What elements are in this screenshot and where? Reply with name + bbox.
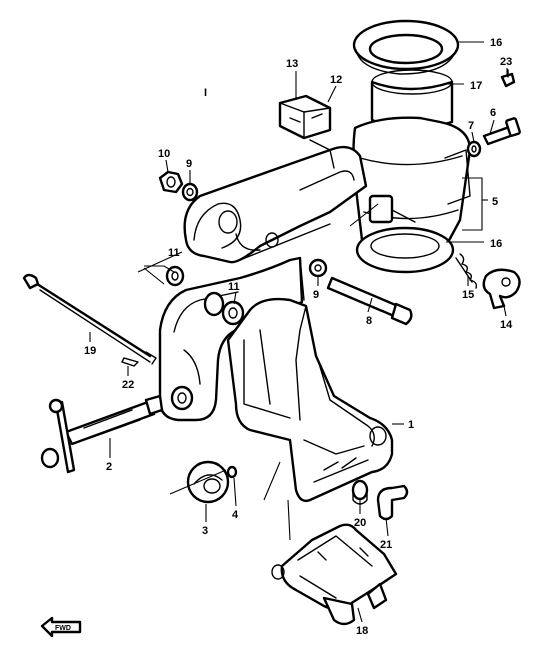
swivel-arm bbox=[183, 139, 368, 264]
callout-labels: 16 23 17 13 12 I 6 7 10 9 5 16 11 15 11 … bbox=[84, 37, 513, 637]
part-11-washer-center bbox=[221, 300, 245, 326]
callout-4: 4 bbox=[232, 509, 239, 521]
callout-18: 18 bbox=[356, 625, 368, 637]
part-11-washer-left bbox=[165, 265, 185, 287]
part-1-clamp-bracket-right bbox=[226, 297, 394, 503]
leader-lines bbox=[89, 41, 508, 623]
callout-20: 20 bbox=[354, 517, 366, 529]
part-19-rod bbox=[22, 273, 157, 365]
callout-10: 10 bbox=[158, 148, 170, 160]
callout-9-upper: 9 bbox=[186, 158, 192, 170]
callout-3: 3 bbox=[202, 525, 208, 537]
part-18-lower-bracket bbox=[271, 523, 398, 626]
part-9-washer-upper bbox=[181, 182, 199, 202]
callout-15: 15 bbox=[462, 289, 474, 301]
callout-23: 23 bbox=[500, 56, 512, 68]
callout-5: 5 bbox=[492, 196, 498, 208]
forward-arrow-label: FWD bbox=[55, 625, 71, 632]
part-7-washer bbox=[466, 140, 482, 158]
part-14-lever bbox=[482, 268, 521, 310]
callout-9-middle: 9 bbox=[313, 289, 319, 301]
part-21-elbow bbox=[376, 484, 409, 521]
part-5-swivel-housing bbox=[352, 116, 472, 274]
part-2-clamp-screw bbox=[40, 394, 164, 474]
part-8-long-bolt bbox=[326, 276, 413, 326]
callout-22: 22 bbox=[122, 379, 134, 391]
part-9-washer-middle bbox=[308, 258, 328, 278]
part-16-upper-seal bbox=[352, 19, 460, 75]
part-22-cotter-pin bbox=[121, 357, 139, 367]
part-15-spring bbox=[455, 253, 478, 289]
callout-2: 2 bbox=[106, 461, 112, 473]
callout-11-left: 11 bbox=[168, 247, 180, 259]
callout-16-lower: 16 bbox=[490, 238, 502, 250]
part-12-13-block bbox=[278, 94, 332, 140]
callout-12: 12 bbox=[330, 74, 342, 86]
callout-6: 6 bbox=[490, 107, 496, 119]
callout-14: 14 bbox=[500, 319, 513, 331]
part-clamp-bracket-left bbox=[158, 256, 305, 422]
forward-arrow: FWD bbox=[40, 616, 82, 638]
callout-16-upper: 16 bbox=[490, 37, 502, 49]
part-10-nut bbox=[158, 170, 184, 194]
callout-1: 1 bbox=[408, 419, 414, 431]
callout-11-center: 11 bbox=[228, 281, 240, 293]
callout-13: 13 bbox=[286, 58, 298, 70]
callout-7: 7 bbox=[468, 120, 474, 132]
callout-21: 21 bbox=[380, 539, 392, 551]
part-6-bolt bbox=[482, 117, 521, 146]
part-3-clamp-pad bbox=[186, 460, 230, 504]
part-23-grease-nipple bbox=[500, 69, 516, 88]
callout-17: 17 bbox=[470, 80, 482, 92]
part-4-small-pin bbox=[226, 465, 238, 479]
callout-19: 19 bbox=[84, 345, 96, 357]
forward-arrow-icon bbox=[40, 616, 82, 638]
callout-8: 8 bbox=[366, 315, 372, 327]
callout-i-marker: I bbox=[204, 87, 207, 99]
